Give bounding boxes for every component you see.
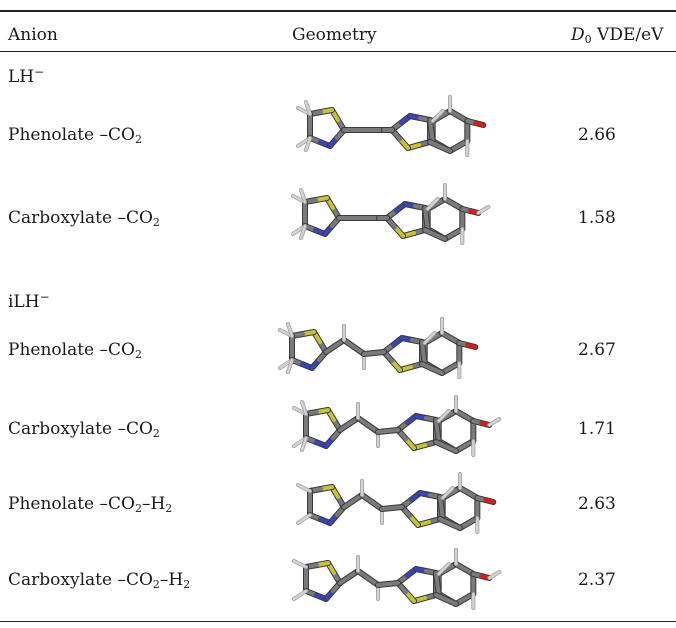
molecule-geometry-2: [291, 183, 491, 245]
hydrogen-bond: [488, 570, 501, 580]
bond-half: [408, 514, 420, 527]
bond-half: [342, 338, 356, 349]
row-label-2-name: Carboxylate –CO: [8, 208, 153, 228]
row-label-4-sub: 2: [152, 427, 160, 440]
bond-half: [398, 137, 410, 150]
row-label-1-sub: 2: [134, 133, 142, 146]
header-vde-symbol: D: [571, 25, 585, 45]
row-value-2: 1.58: [578, 208, 616, 228]
hydrogen-bond: [423, 331, 436, 345]
hydrogen-bond: [300, 400, 308, 416]
row-label-1-name: Phenolate –CO: [8, 125, 135, 145]
bond-half: [386, 581, 400, 586]
header-vde-subscript: 0: [584, 33, 592, 46]
bond-half: [393, 225, 405, 238]
hydrogen-bond: [286, 322, 294, 338]
row-label-4: Carboxylate –CO2: [8, 418, 160, 445]
row-label-5-name: Phenolate –CO: [8, 494, 135, 514]
hydrogen-bond: [437, 409, 450, 423]
hydrogen-bond: [299, 224, 307, 240]
hydrogen-bond: [300, 436, 308, 452]
hydrogen-bond: [304, 100, 312, 116]
row-label-3: Phenolate –CO2: [8, 339, 142, 366]
hydrogen-bond: [426, 197, 439, 211]
bond-half: [439, 505, 445, 520]
bond-half: [429, 128, 435, 143]
row-label-1: Phenolate –CO2: [8, 124, 142, 151]
bond-half: [433, 232, 447, 241]
row-label-2-sub: 2: [152, 216, 160, 229]
header-geometry: Geometry: [292, 25, 377, 45]
row-label-6-name: Carboxylate –CO: [8, 570, 153, 590]
row-label-6-sub2: 2: [183, 578, 191, 591]
group-label-lh: LH−: [8, 62, 44, 87]
group-label-ilh-base: iLH: [8, 292, 40, 312]
hydrogen-bond: [286, 358, 294, 374]
row-label-5: Phenolate –CO2–H2: [8, 493, 172, 520]
row-label-6-tail: –H: [159, 570, 184, 590]
bond-half: [448, 521, 462, 530]
row-label-4-name: Carboxylate –CO: [8, 419, 153, 439]
bond-half: [404, 437, 416, 450]
bond-half: [372, 350, 386, 355]
row-label-6: Carboxylate –CO2–H2: [8, 569, 190, 596]
table-top-rule: [0, 10, 676, 12]
hydrogen-bond: [431, 109, 444, 123]
table-header-rule: [0, 51, 676, 52]
bond-half: [444, 597, 458, 606]
row-value-4: 1.71: [578, 419, 616, 439]
row-label-5-sub2: 2: [165, 502, 173, 515]
molecule-geometry-4: [292, 395, 502, 457]
row-value-5: 2.63: [578, 494, 616, 514]
bond-half: [356, 416, 370, 427]
header-anion: Anion: [8, 25, 58, 45]
row-value-6: 2.37: [578, 570, 616, 590]
hydrogen-bond: [296, 513, 312, 525]
hydrogen-bond: [441, 486, 454, 500]
hydrogen-bond: [488, 417, 501, 427]
bond-half: [424, 216, 430, 231]
hydrogen-bond: [304, 136, 312, 152]
row-label-3-name: Phenolate –CO: [8, 340, 135, 360]
hydrogen-bond: [292, 589, 308, 601]
row-label-2: Carboxylate –CO2: [8, 207, 160, 234]
bond-half: [404, 590, 416, 603]
header-vde-unit: VDE/eV: [591, 25, 664, 45]
bond-half: [421, 350, 427, 365]
bond-half: [386, 428, 400, 433]
row-label-5-tail: –H: [141, 494, 166, 514]
bond-half: [356, 569, 370, 580]
bond-half: [473, 121, 486, 127]
row-label-6-sub1: 2: [152, 578, 160, 591]
bond-half: [438, 144, 452, 153]
bond-half: [465, 343, 478, 349]
hydrogen-bond: [296, 483, 312, 493]
bond-half: [390, 359, 402, 372]
group-label-ilh-charge: −: [39, 290, 50, 304]
hydrogen-bond: [477, 205, 490, 215]
hydrogen-bond: [437, 562, 450, 576]
group-label-ilh: iLH−: [8, 287, 50, 312]
row-value-1: 2.66: [578, 125, 616, 145]
molecule-geometry-1: [296, 95, 487, 157]
table-bottom-rule: [0, 621, 676, 622]
bond-half: [360, 493, 374, 504]
bond-half: [435, 581, 441, 596]
molecule-geometry-6: [292, 548, 502, 610]
row-value-3: 2.67: [578, 340, 616, 360]
header-vde: D0 VDE/eV: [571, 24, 663, 51]
group-label-lh-base: LH: [8, 67, 35, 87]
molecule-geometry-5: [296, 472, 497, 534]
hydrogen-bond: [292, 559, 308, 569]
bond-half: [435, 428, 441, 443]
bond-half: [444, 444, 458, 453]
molecule-geometry-3: [278, 317, 479, 379]
group-label-lh-charge: −: [34, 65, 45, 79]
hydrogen-bond: [299, 188, 307, 204]
row-label-3-sub: 2: [134, 348, 142, 361]
bond-half: [430, 366, 444, 375]
bond-half: [390, 505, 404, 510]
row-label-5-sub1: 2: [134, 502, 142, 515]
bond-half: [483, 498, 496, 504]
